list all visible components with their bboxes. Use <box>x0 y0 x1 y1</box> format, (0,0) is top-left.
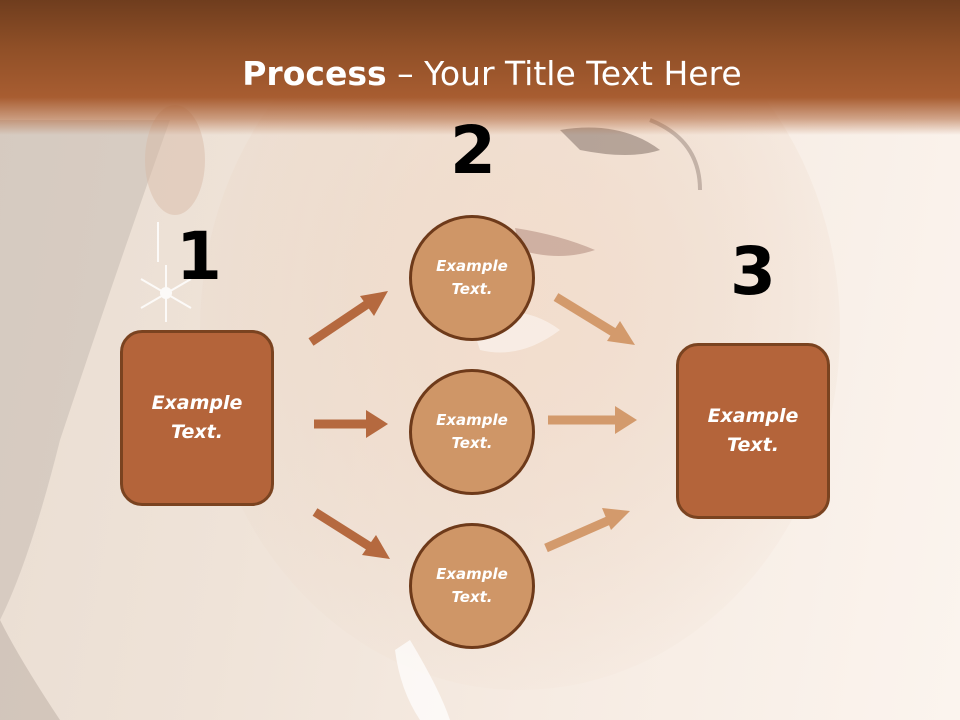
step-1-box: Example Text. <box>120 330 274 506</box>
step-2-circle-bottom: Example Text. <box>409 523 535 649</box>
step-number-3: 3 <box>730 233 776 310</box>
arrow-right-middle <box>548 406 637 434</box>
circle-bottom-text: Example Text. <box>436 565 508 606</box>
step-number-2: 2 <box>450 112 496 189</box>
step-2-circle-middle: Example Text. <box>409 369 535 495</box>
snowflake-earring-icon <box>140 222 192 322</box>
circle-top-text: Example Text. <box>436 257 508 298</box>
title-bold: Process <box>242 54 387 93</box>
arrow-left-up <box>308 291 388 346</box>
arrow-left-down <box>312 508 390 559</box>
arrow-right-up <box>544 508 630 553</box>
circle-middle-text: Example Text. <box>436 411 508 452</box>
arrow-right-down <box>553 293 635 345</box>
step-3-text: Example Text. <box>707 405 799 456</box>
step-number-1: 1 <box>176 218 222 295</box>
arrow-left-middle <box>314 410 388 438</box>
step-2-circle-top: Example Text. <box>409 215 535 341</box>
step-3-box: Example Text. <box>676 343 830 519</box>
slide-title: Process – Your Title Text Here <box>0 52 960 96</box>
step-1-text: Example Text. <box>151 392 243 443</box>
header-bar <box>0 0 960 135</box>
title-rest: – Your Title Text Here <box>386 54 742 93</box>
